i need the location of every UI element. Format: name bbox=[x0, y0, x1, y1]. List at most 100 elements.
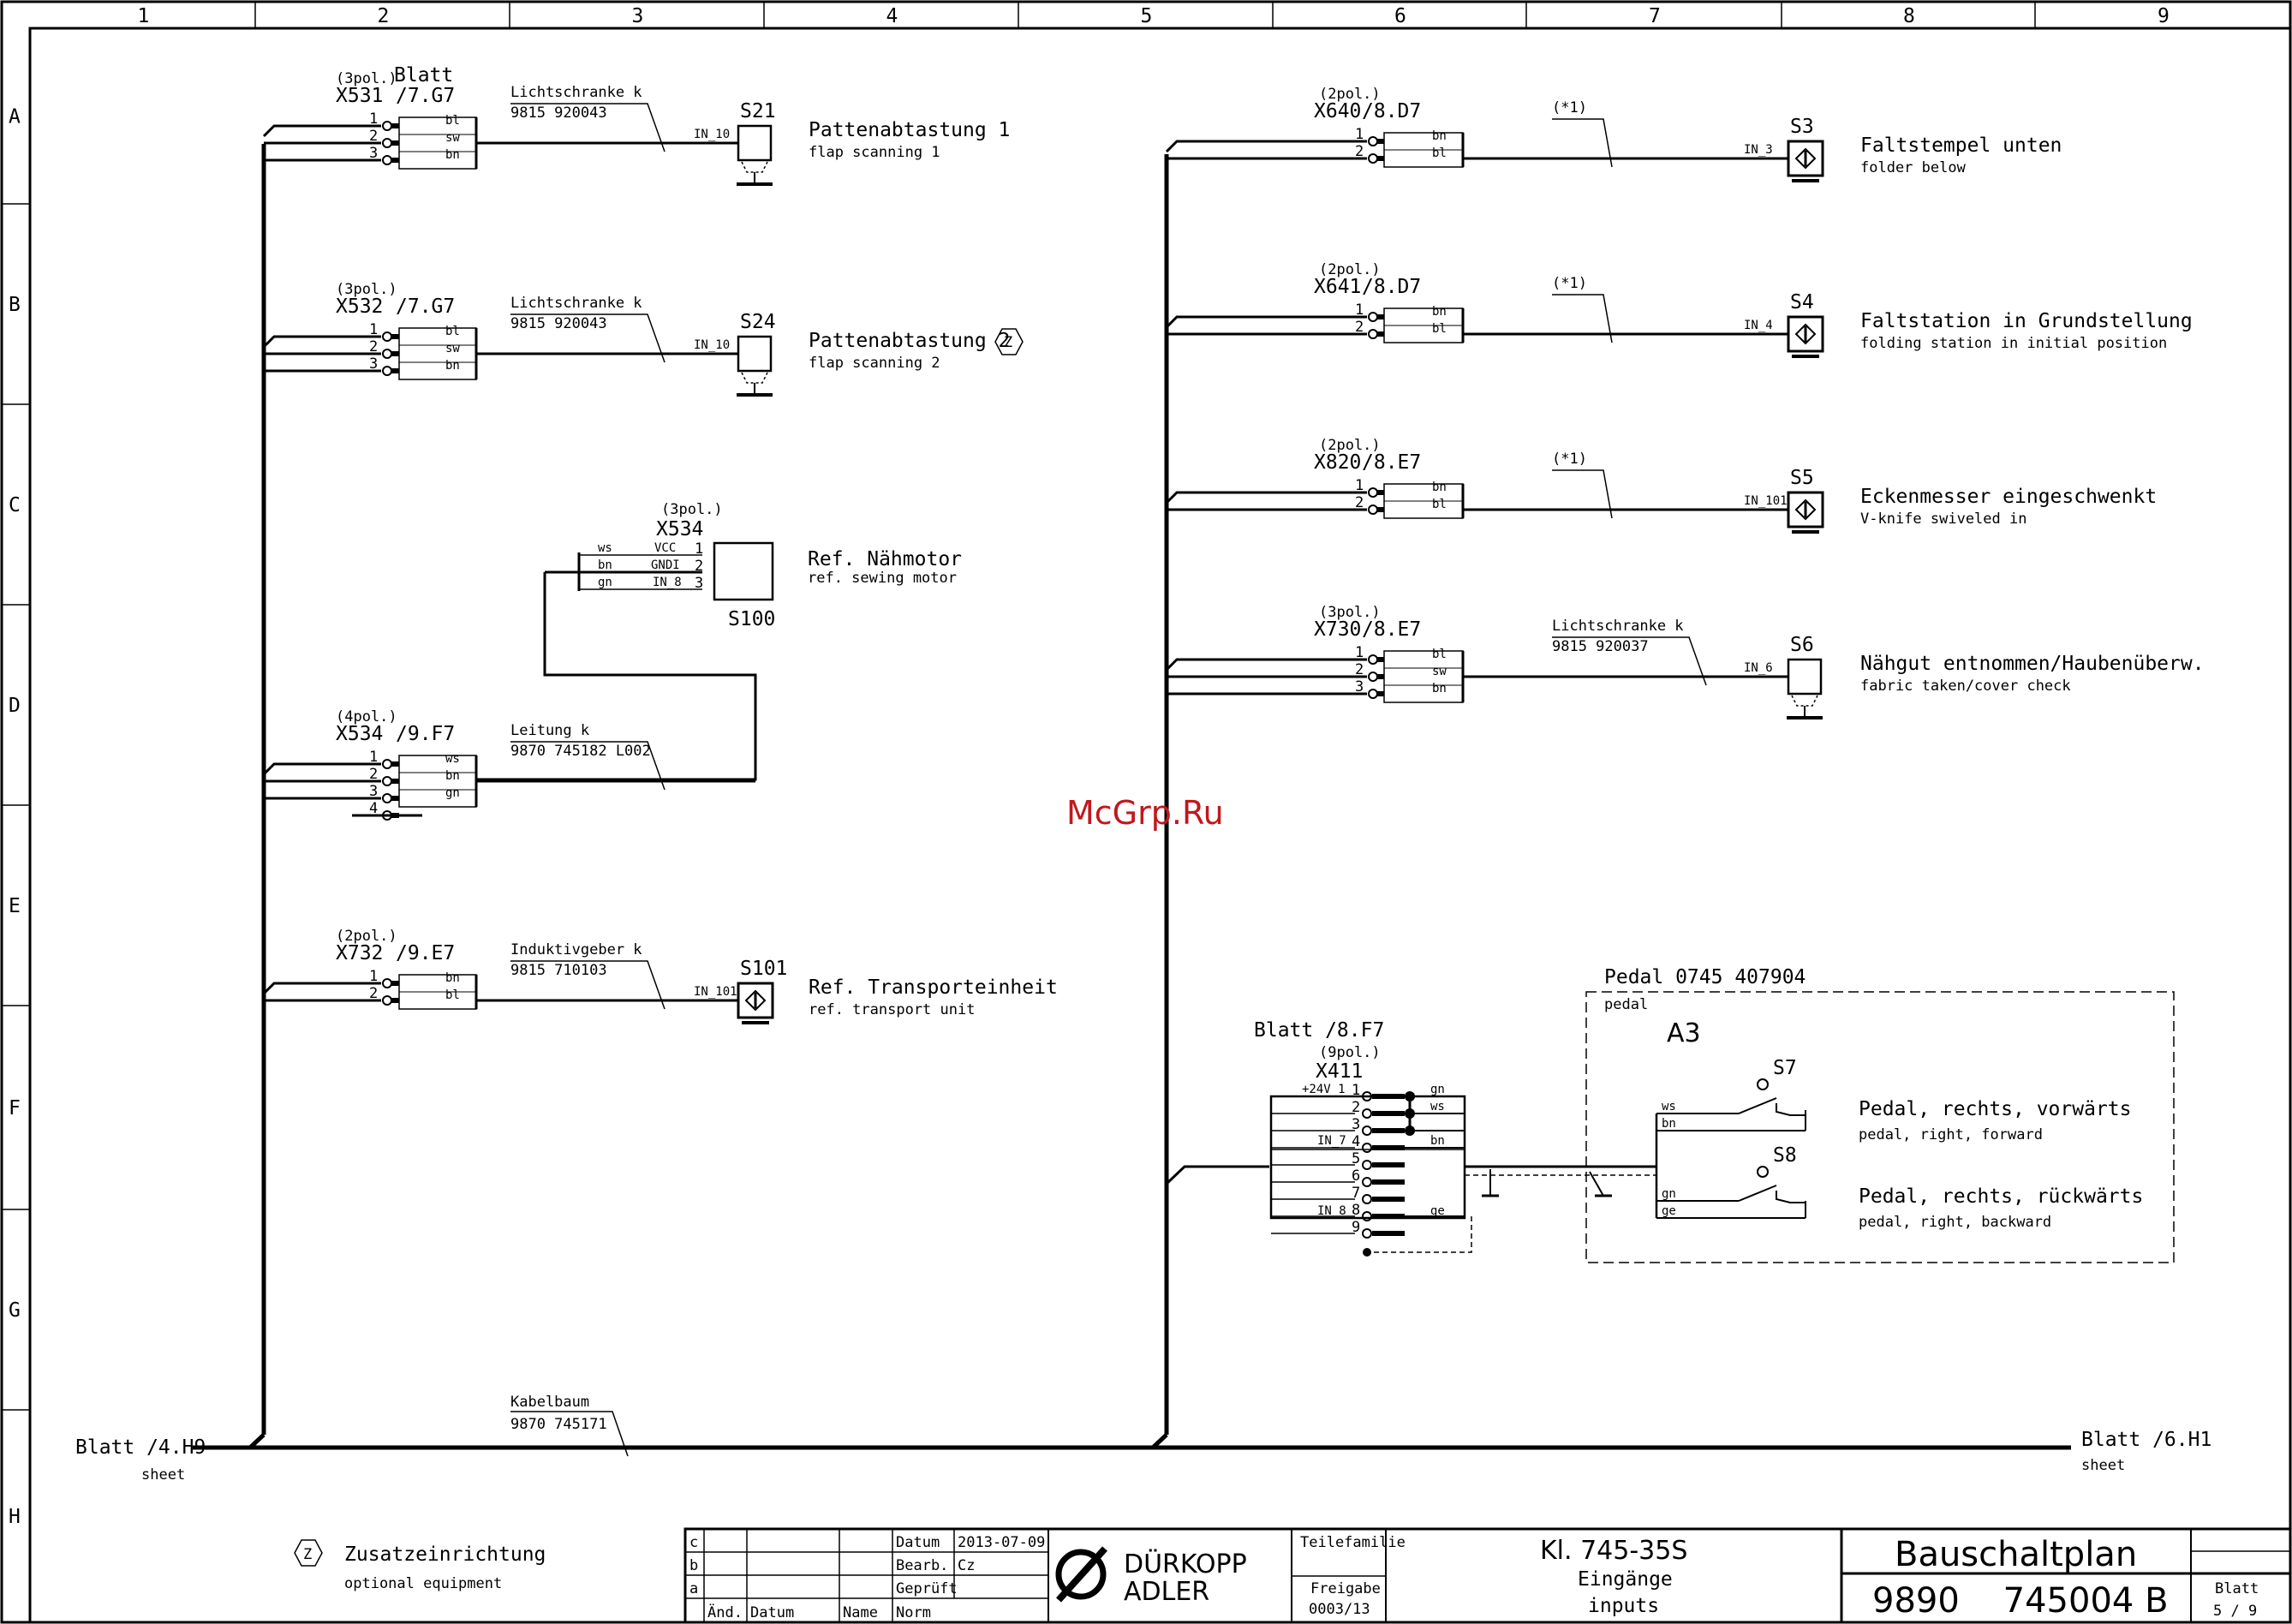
main-bus bbox=[193, 144, 2071, 1450]
bus-right-sub: sheet bbox=[2081, 1457, 2125, 1474]
rev-b: b bbox=[689, 1557, 698, 1574]
grid-col-label: 9 bbox=[2158, 5, 2170, 27]
cable-label: (*1) bbox=[1552, 451, 1587, 468]
pedal-wire-color: gn bbox=[1430, 1083, 1445, 1096]
pedal-signal: IN_8 bbox=[1317, 1204, 1346, 1218]
pedal-sheet-ref: Blatt /8.F7 bbox=[1254, 1019, 1384, 1042]
device-title: Ref. Transporteinheit bbox=[809, 976, 1058, 999]
grid-col-label: 2 bbox=[378, 5, 390, 27]
col-name: Name bbox=[843, 1604, 878, 1621]
pedal-wire-color: bn bbox=[1430, 1134, 1445, 1148]
pedal-pin-number: 8 bbox=[1352, 1202, 1360, 1219]
connector-ref: /7.G7 bbox=[396, 296, 455, 318]
connector-ref: /8.D7 bbox=[1362, 100, 1421, 122]
s7-subtitle: pedal, right, forward bbox=[1859, 1126, 2043, 1143]
signal-name: IN_4 bbox=[1744, 319, 1773, 332]
row-datum: Datum bbox=[896, 1534, 940, 1551]
signal-name: IN_6 bbox=[1744, 661, 1773, 675]
cable-label: (*1) bbox=[1552, 275, 1587, 292]
sheet-label: Blatt bbox=[2215, 1580, 2259, 1597]
connector-pol: (3pol.) bbox=[1319, 604, 1381, 621]
pedal-pin-number: 3 bbox=[1352, 1116, 1360, 1133]
s7-wire-color: ws bbox=[1662, 1100, 1676, 1114]
optional-marker: Z bbox=[1004, 334, 1012, 351]
pedal-pin-number: 6 bbox=[1352, 1167, 1360, 1185]
plan-type: Bauschaltplan bbox=[1895, 1535, 2137, 1574]
pin-number: 3 bbox=[1355, 678, 1364, 696]
pedal-signal: +24V_1 bbox=[1302, 1083, 1346, 1096]
wire-color: bl bbox=[1432, 498, 1447, 511]
title-block bbox=[683, 1527, 2292, 1624]
device-title: Nähgut entnommen/Haubenüberw. bbox=[1860, 653, 2205, 675]
pin-number: 3 bbox=[369, 783, 378, 800]
device-subtitle: folding station in initial position bbox=[1860, 335, 2167, 352]
circuit-x820: 12bnbl(2pol.)X820/8.E7(*1)IN_101S5Eckenm… bbox=[1165, 437, 2157, 534]
col-norm: Norm bbox=[896, 1604, 931, 1621]
pedal-unit-id: A3 bbox=[1667, 1018, 1701, 1048]
device-id: S21 bbox=[740, 100, 776, 122]
pedal-pin-number: 7 bbox=[1352, 1185, 1360, 1202]
s8-wire-color: ge bbox=[1662, 1204, 1676, 1218]
pin-number: 1 bbox=[1355, 126, 1364, 143]
grid-row-label: D bbox=[9, 695, 21, 717]
wire-color: bn bbox=[445, 148, 460, 162]
grid-col-label: 1 bbox=[138, 5, 150, 27]
pedal-section bbox=[1165, 991, 2175, 1263]
connector-pol: (3pol.) bbox=[336, 281, 397, 298]
grid-col-label: 7 bbox=[1649, 5, 1661, 27]
connector-name: X534 bbox=[336, 723, 383, 745]
connector-pol: (2pol.) bbox=[336, 928, 397, 945]
pedal-pin-number: 5 bbox=[1352, 1150, 1360, 1167]
motor-signal: VCC bbox=[654, 541, 676, 555]
cable-number: 9870 745182 L002 bbox=[510, 743, 651, 760]
s7-title: Pedal, rechts, vorwärts bbox=[1859, 1098, 2132, 1120]
device-id: S5 bbox=[1790, 467, 1814, 489]
pin-number: 2 bbox=[369, 766, 378, 783]
connector-name: X532 bbox=[336, 296, 383, 318]
pedal-labels: Pedal 0745 407904 pedal A3 Blatt /8.F7 (… bbox=[1254, 966, 2143, 1231]
wire-color: bl bbox=[445, 114, 460, 128]
connector-sheet: Blatt bbox=[394, 64, 453, 87]
circuit-x640: 12bnbl(2pol.)X640/8.D7(*1)IN_3S3Faltstem… bbox=[1165, 86, 2062, 182]
device-subtitle: V-knife swiveled in bbox=[1860, 510, 2026, 528]
inductive-sensor-icon bbox=[1787, 315, 1824, 358]
device-subtitle: flap scanning 2 bbox=[809, 355, 940, 372]
inductive-sensor-icon bbox=[737, 982, 774, 1024]
wire-color: bl bbox=[445, 325, 460, 338]
col-datum: Datum bbox=[750, 1604, 794, 1621]
cable-number: 9815 920043 bbox=[510, 315, 607, 332]
connector-ref: /8.E7 bbox=[1362, 451, 1421, 474]
release-label: Freigabe bbox=[1310, 1580, 1381, 1597]
device-id: S101 bbox=[740, 958, 787, 980]
release-number: 0003/13 bbox=[1309, 1601, 1370, 1618]
light-barrier-icon bbox=[737, 335, 773, 397]
grid-row-label: H bbox=[9, 1506, 21, 1528]
pedal-signal: IN_7 bbox=[1317, 1134, 1346, 1148]
s7-wire-color: bn bbox=[1662, 1117, 1676, 1131]
motor-pin: 2 bbox=[695, 558, 703, 575]
pedal-subtitle: pedal bbox=[1604, 996, 1648, 1013]
legend-subtitle: optional equipment bbox=[344, 1575, 502, 1592]
connector-ref: /9.F7 bbox=[396, 723, 455, 745]
pin-number: 1 bbox=[1355, 644, 1364, 661]
pin-number: 2 bbox=[1355, 143, 1364, 160]
description-en: inputs bbox=[1588, 1595, 1659, 1617]
connector-name: X640 bbox=[1314, 100, 1361, 122]
optional-hex-icon bbox=[294, 1539, 323, 1567]
wire-color: bn bbox=[445, 359, 460, 373]
motor-pin: 3 bbox=[695, 575, 703, 592]
sheet-number: 5 / 9 bbox=[2213, 1603, 2257, 1620]
wire-color: bn bbox=[445, 971, 460, 985]
harness-label: Kabelbaum bbox=[510, 1394, 589, 1411]
signal-name: IN_10 bbox=[694, 128, 730, 141]
wire-color: ws bbox=[445, 752, 460, 766]
device-subtitle: folder below bbox=[1860, 159, 1967, 176]
connector-pol: (4pol.) bbox=[336, 708, 397, 725]
connector-pol: (2pol.) bbox=[1319, 437, 1381, 454]
connector-ref: /8.D7 bbox=[1362, 276, 1421, 298]
